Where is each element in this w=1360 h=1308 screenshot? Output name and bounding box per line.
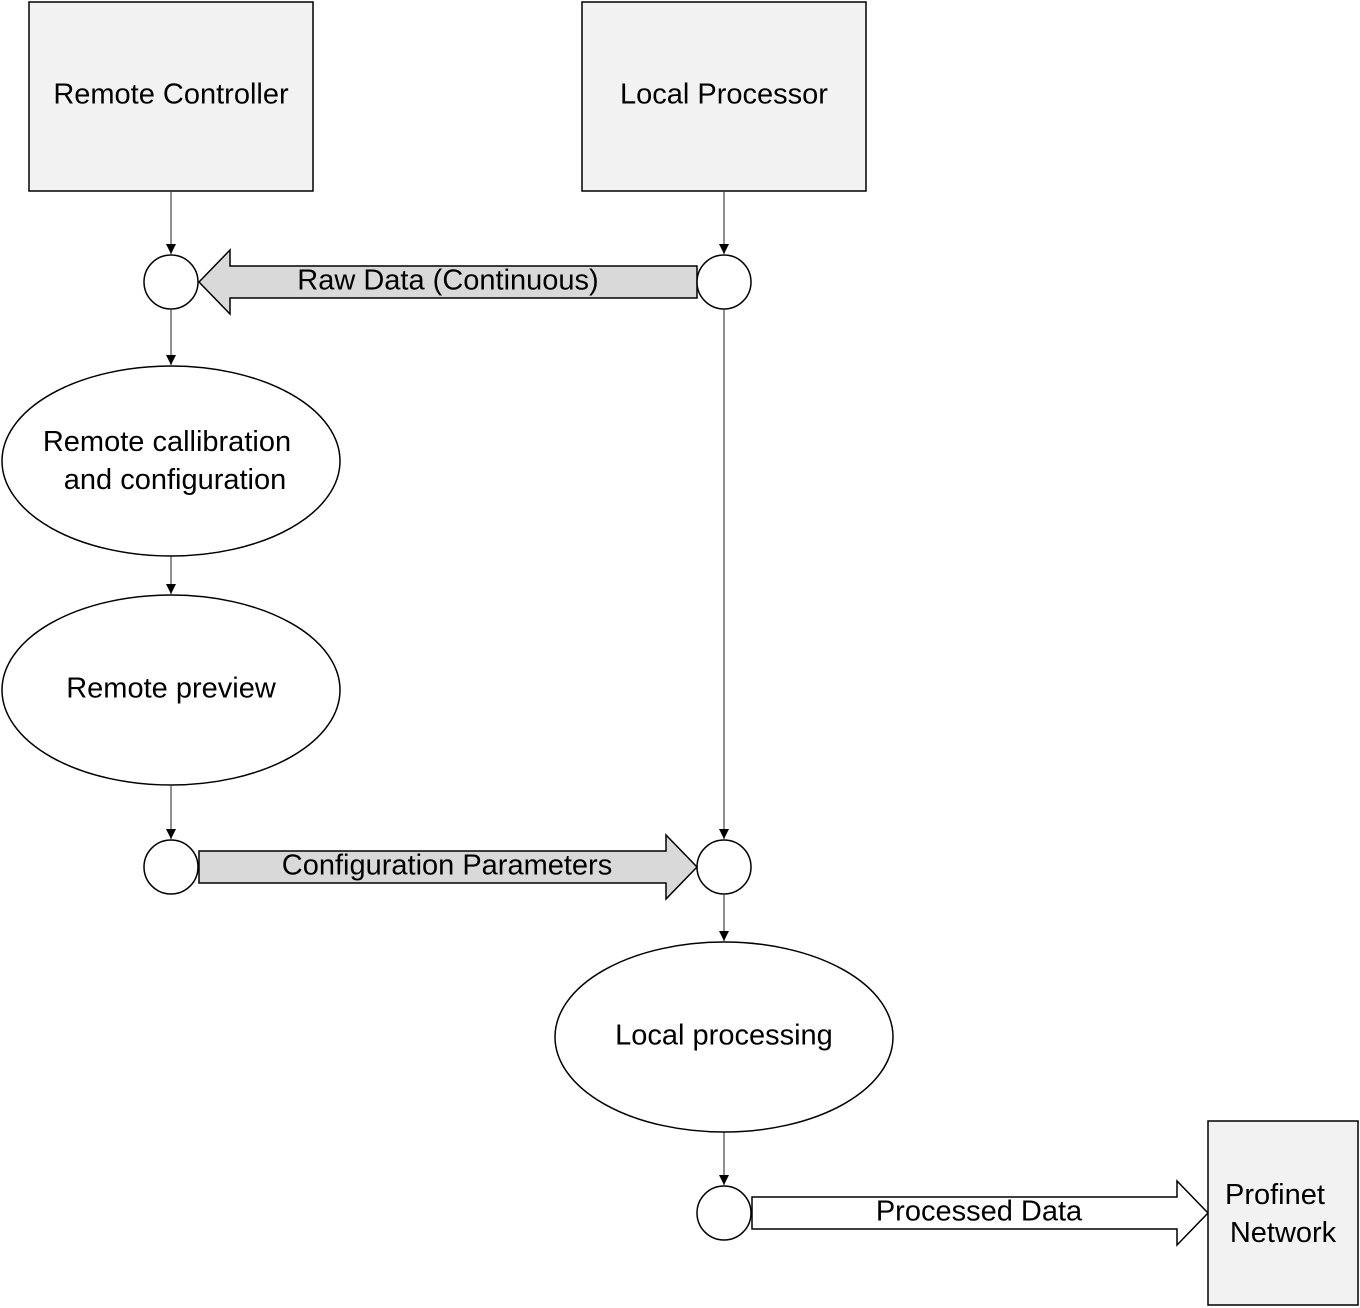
local-processor-label: Local Processor (620, 79, 828, 111)
profinet-network-label-line2: Network (1230, 1217, 1337, 1249)
remote-calibration-node: Remote callibration and configuration (1, 365, 341, 557)
raw-data-label: Raw Data (Continuous) (297, 265, 598, 297)
local-processing-ellipse (554, 941, 894, 1133)
local-processor-box (581, 1, 867, 192)
raw-data-flow: Raw Data (Continuous) (197, 248, 698, 316)
configuration-parameters-label: Configuration Parameters (282, 850, 612, 882)
local-processing-node: Local processing (554, 941, 894, 1133)
local-raw-data-junction (696, 254, 752, 310)
remote-config-junction (143, 839, 199, 895)
profinet-network-label: Profinet Network (1225, 1179, 1337, 1249)
connectors (166, 192, 729, 1185)
local-config-junction (696, 839, 752, 895)
remote-preview-label: Remote preview (66, 673, 277, 705)
remote-calibration-label-line1: Remote callibration (43, 426, 291, 458)
local-processing-label: Local processing (615, 1020, 833, 1052)
profinet-network-box (1207, 1120, 1359, 1306)
remote-preview-ellipse (1, 594, 341, 786)
processed-data-label: Processed Data (876, 1196, 1083, 1228)
configuration-parameters-flow: Configuration Parameters (198, 833, 699, 901)
remote-raw-data-junction (143, 254, 199, 310)
processed-data-junction (696, 1185, 752, 1241)
remote-controller-box (28, 1, 314, 192)
remote-calibration-label: Remote callibration and configuration (43, 426, 299, 496)
processed-data-flow: Processed Data (751, 1179, 1210, 1247)
remote-controller-label: Remote Controller (53, 79, 289, 111)
remote-calibration-ellipse (1, 365, 341, 557)
local-processor-node: Local Processor (581, 1, 867, 192)
raw-data-arrow (197, 248, 698, 316)
remote-preview-node: Remote preview (1, 594, 341, 786)
processed-data-arrow (751, 1179, 1210, 1247)
remote-calibration-label-line2: and configuration (64, 464, 287, 496)
configuration-parameters-arrow (198, 833, 699, 901)
profinet-network-node: Profinet Network (1207, 1120, 1359, 1306)
profinet-network-label-line1: Profinet (1225, 1179, 1325, 1211)
junctions (143, 254, 752, 1241)
remote-controller-node: Remote Controller (28, 1, 314, 192)
